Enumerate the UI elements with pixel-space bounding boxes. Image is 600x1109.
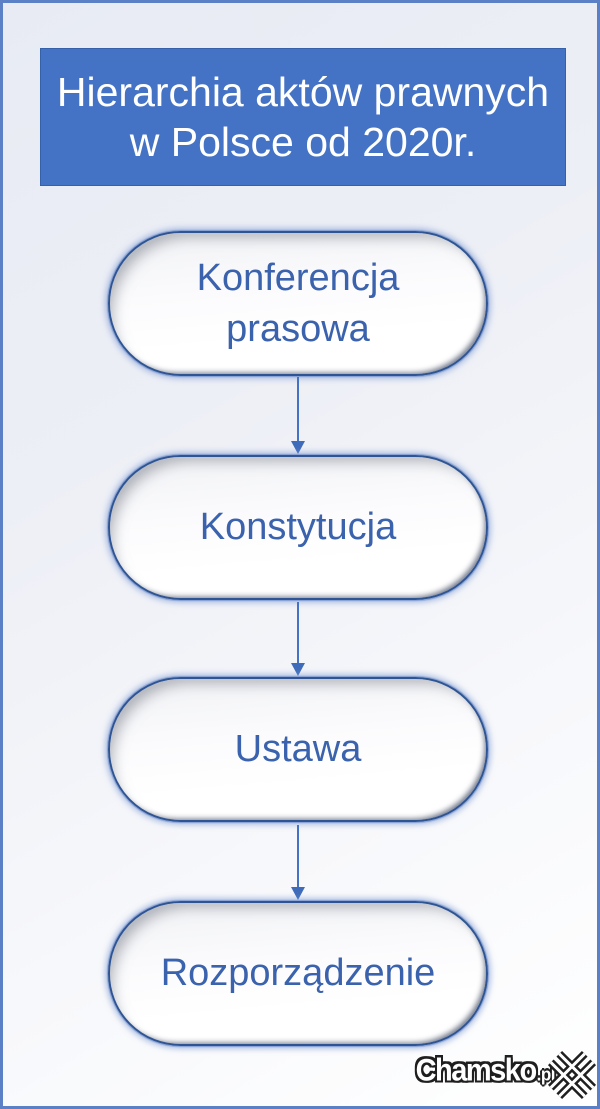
flow-node-konstytucja: Konstytucja (108, 455, 488, 600)
rotated-hash-star-icon (547, 1050, 597, 1100)
title-line-1: Hierarchia aktów prawnych (56, 69, 550, 115)
watermark: Chamsko .pl (405, 1044, 597, 1102)
node-label: Konstytucja (199, 506, 397, 548)
title-banner: Hierarchia aktów prawnych w Polsce od 20… (40, 48, 566, 186)
flow-node-konferencja-prasowa: Konferencja prasowa (108, 231, 488, 376)
arrow-down-icon (291, 825, 305, 900)
flow-node-ustawa: Ustawa (108, 677, 488, 822)
arrow-down-icon (291, 377, 305, 454)
arrow-down-icon (291, 602, 305, 676)
watermark-brand: Chamsko (415, 1053, 538, 1088)
watermark-lockup: Chamsko .pl (415, 1053, 556, 1089)
flow-node-rozporzadzenie: Rozporządzenie (108, 901, 488, 1046)
node-label: Konferencja prasowa (196, 256, 400, 350)
node-label: Rozporządzenie (160, 952, 436, 994)
watermark-suffix: .pl (536, 1064, 556, 1085)
title-line-2: w Polsce od 2020r. (129, 119, 477, 165)
node-label: Ustawa (234, 728, 362, 770)
